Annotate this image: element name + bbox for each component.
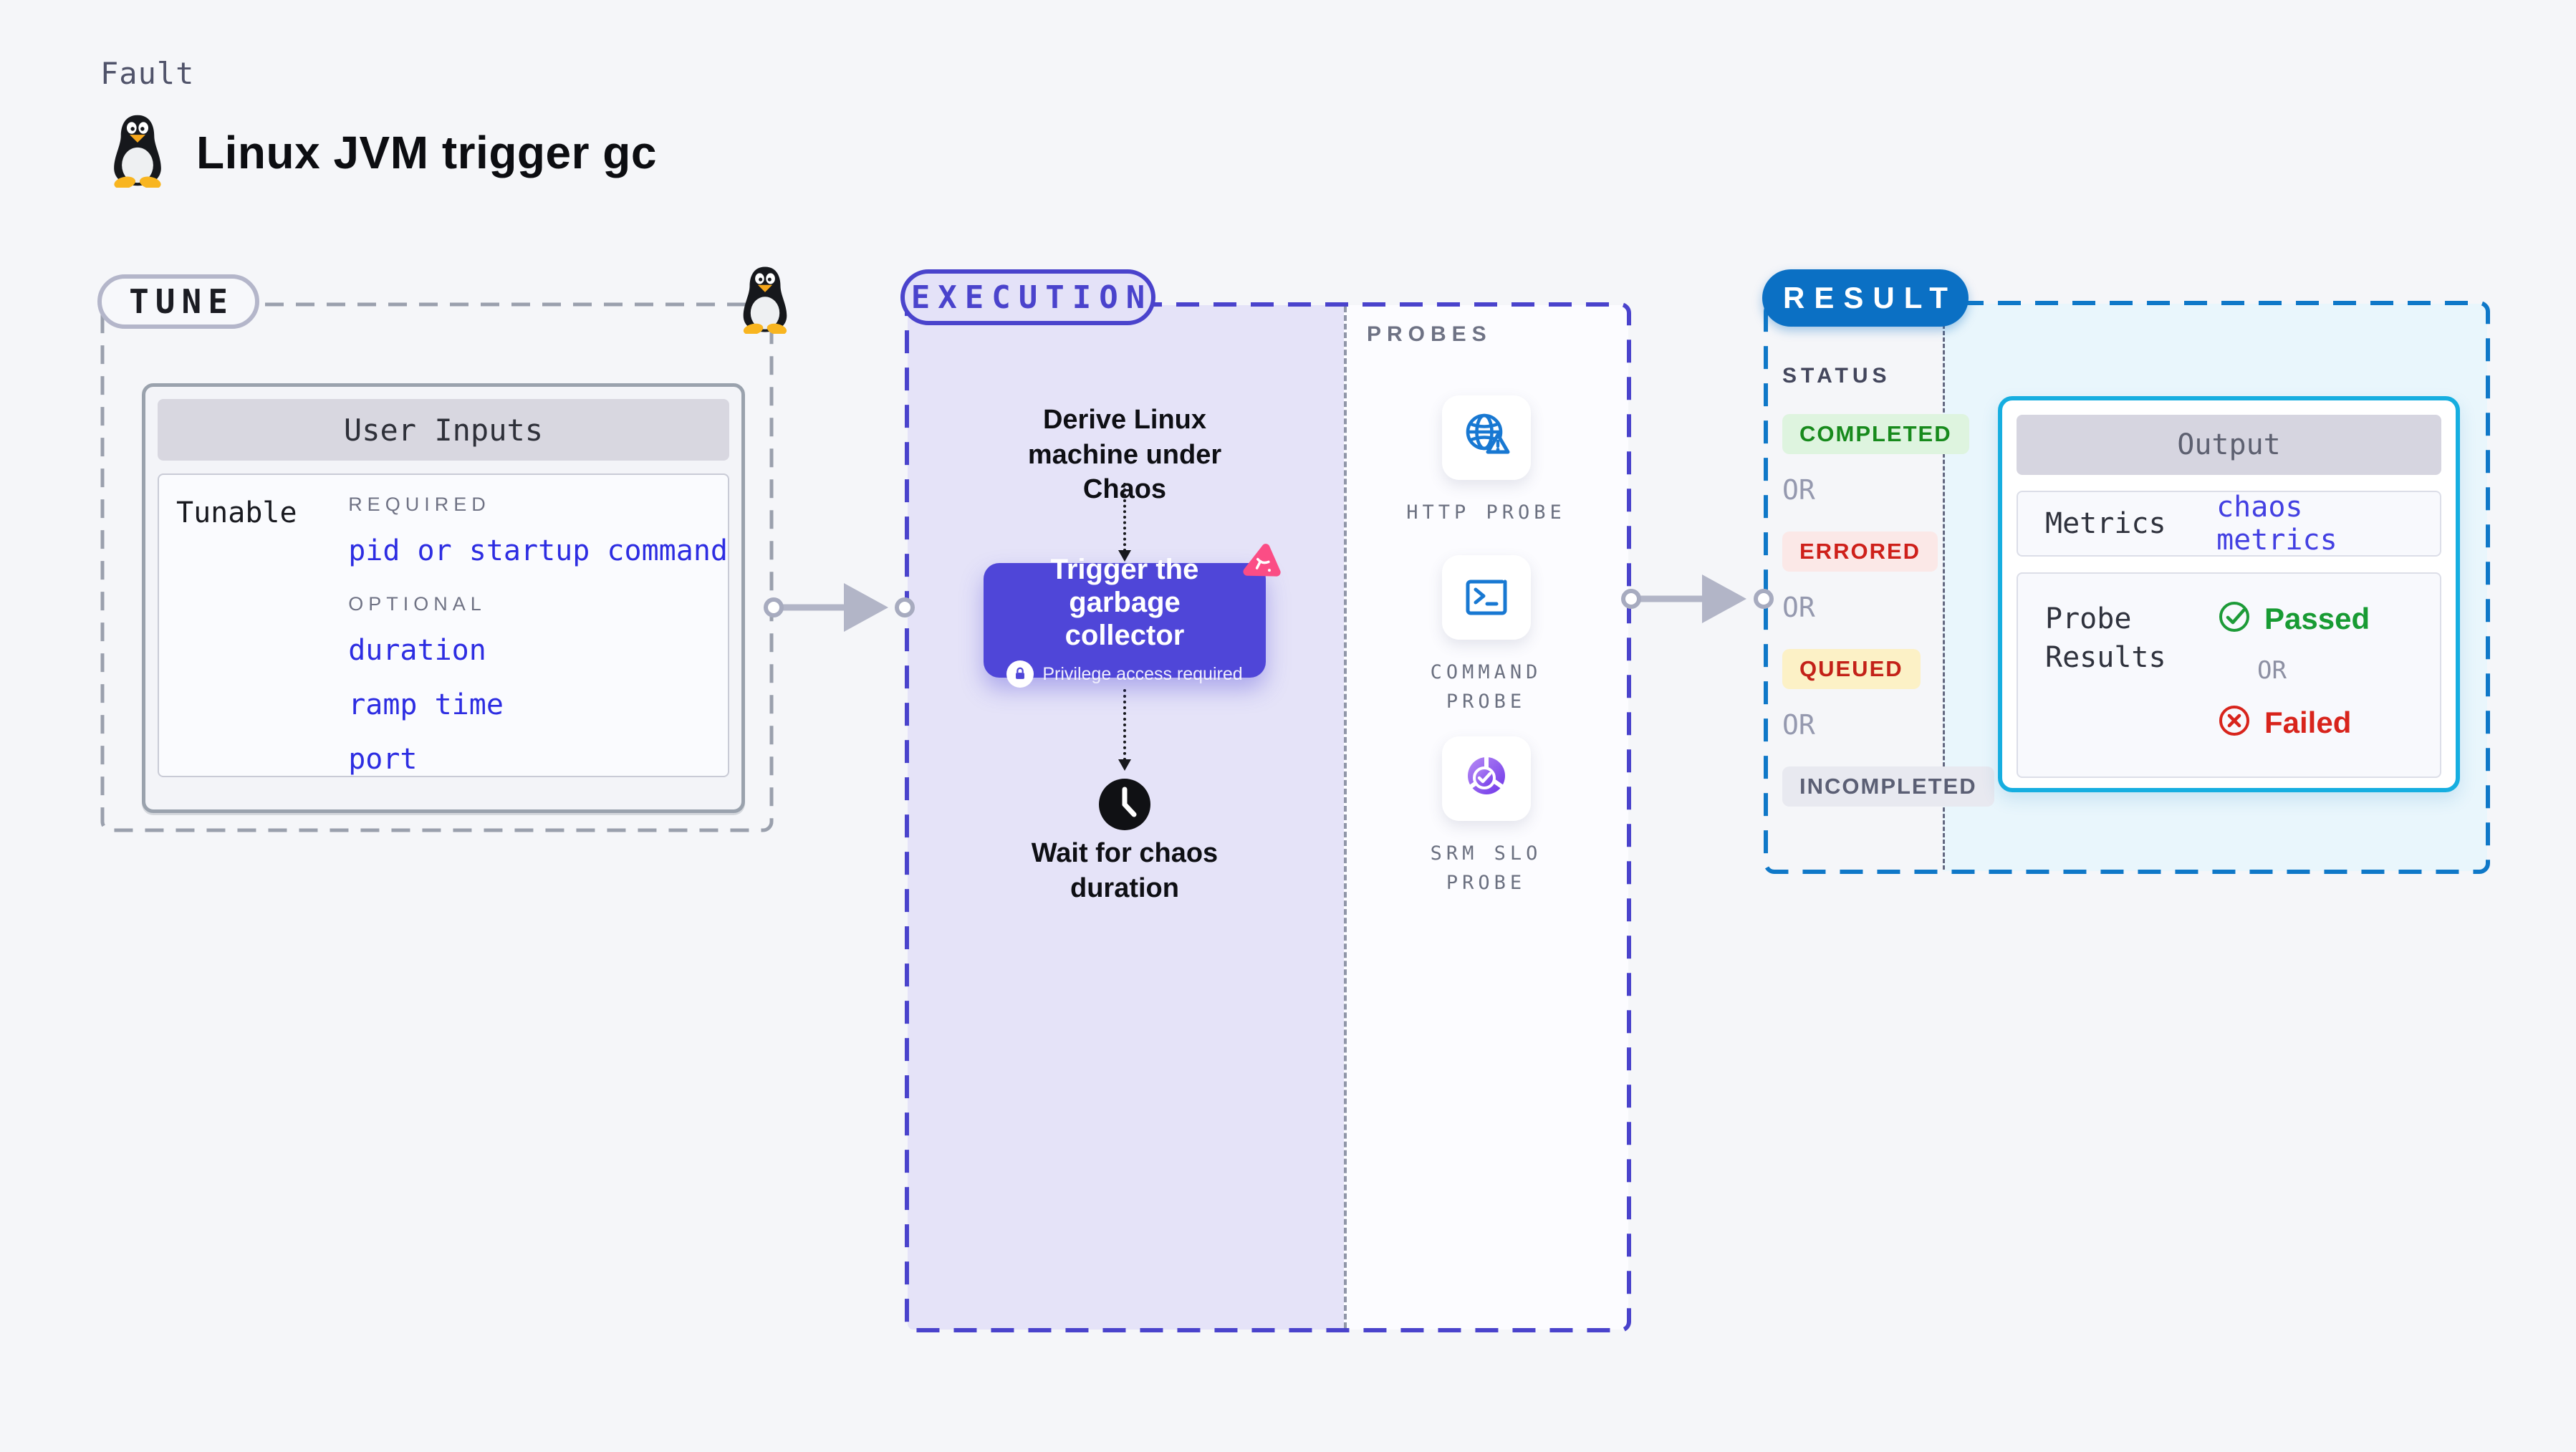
- status-badge-incompleted: INCOMPLETED: [1782, 766, 1994, 807]
- user-inputs-card: User Inputs Tunable REQUIRED pid or star…: [142, 383, 745, 813]
- connector-line: [779, 604, 845, 611]
- probe-item-srm-slo: SRM SLO PROBE: [1344, 736, 1628, 898]
- failed-text: Failed: [2264, 705, 2352, 739]
- globe-alert-icon: [1461, 410, 1512, 466]
- privilege-row: Privilege access required: [1006, 660, 1243, 688]
- param-link-port[interactable]: port: [348, 743, 418, 776]
- verdict-failed: Failed: [2217, 703, 2370, 741]
- connector-endpoint: [764, 597, 784, 617]
- probes-section-label: PROBES: [1367, 322, 1492, 346]
- flow-arrow-down-icon: [1118, 689, 1131, 771]
- status-column: STATUS COMPLETED OR ERRORED OR QUEUED OR…: [1782, 364, 1994, 807]
- param-link-duration[interactable]: duration: [348, 634, 486, 667]
- privilege-text: Privilege access required: [1042, 663, 1243, 684]
- execution-section: EXECUTION Derive Linux machine under Cha…: [900, 269, 1631, 1332]
- or-separator: OR: [1782, 592, 1815, 623]
- probe-label: HTTP PROBE: [1406, 501, 1566, 524]
- optional-label: OPTIONAL: [348, 593, 486, 615]
- tune-section: TUNE User Inputs Tunable REQUIRED: [97, 266, 787, 832]
- trigger-gc-node[interactable]: Trigger the garbage collector Privilege …: [984, 544, 1281, 688]
- clock-icon: [1097, 777, 1152, 835]
- flow-arrow-down-icon: [1118, 483, 1131, 562]
- tune-badge: TUNE: [97, 274, 259, 329]
- http-probe-card[interactable]: [1441, 395, 1531, 480]
- execution-badge: EXECUTION: [900, 269, 1155, 325]
- output-card: Output Metrics chaos metrics Probe Resul…: [1998, 396, 2460, 792]
- probe-item-command: COMMAND PROBE: [1344, 555, 1628, 716]
- x-circle-icon: [2217, 703, 2251, 741]
- passed-text: Passed: [2264, 601, 2370, 635]
- required-label: REQUIRED: [348, 494, 491, 515]
- status-badge-completed: COMPLETED: [1782, 414, 1969, 454]
- result-section: RESULT STATUS COMPLETED OR ERRORED OR QU…: [1762, 269, 2490, 874]
- lock-icon: [1006, 660, 1034, 688]
- or-separator: OR: [2257, 656, 2287, 685]
- connector-endpoint: [1621, 589, 1641, 609]
- slo-donut-icon: [1461, 751, 1512, 807]
- metrics-label: Metrics: [2045, 507, 2166, 540]
- metrics-row: Metrics chaos metrics: [2017, 491, 2441, 557]
- trigger-gc-title: Trigger the garbage collector: [1050, 554, 1199, 651]
- or-separator: OR: [1782, 709, 1815, 741]
- result-badge: RESULT: [1762, 269, 1969, 327]
- arrow-right-icon: [844, 583, 888, 632]
- check-circle-icon: [2217, 600, 2251, 638]
- probe-label: COMMAND PROBE: [1430, 661, 1542, 713]
- linux-tux-corner-icon: [735, 265, 795, 337]
- probe-results-label: Probe Results: [2045, 602, 2166, 674]
- command-probe-card[interactable]: [1441, 555, 1531, 640]
- wait-duration-step: Wait for chaos duration: [1031, 838, 1219, 903]
- connector-endpoint: [895, 597, 915, 617]
- tunable-row-label: Tunable: [176, 496, 297, 529]
- verdict-passed: Passed: [2217, 600, 2370, 638]
- fault-kicker: Fault: [100, 56, 195, 91]
- metrics-value-link[interactable]: chaos metrics: [2216, 491, 2337, 557]
- connector-line: [1639, 595, 1703, 602]
- probe-item-http: HTTP PROBE: [1344, 395, 1628, 528]
- user-inputs-title: User Inputs: [158, 399, 729, 461]
- linux-tux-icon: [105, 113, 170, 191]
- terminal-icon: [1461, 570, 1512, 625]
- probe-results-row: Probe Results Passed OR: [2017, 572, 2441, 778]
- page-title-row: Linux JVM trigger gc: [105, 113, 657, 191]
- param-link-ramp-time[interactable]: ramp time: [348, 688, 504, 721]
- output-title: Output: [2017, 415, 2441, 475]
- status-heading: STATUS: [1782, 364, 1891, 388]
- page-title: Linux JVM trigger gc: [196, 126, 657, 178]
- status-badge-queued: QUEUED: [1782, 649, 1921, 689]
- connector-endpoint: [1754, 589, 1774, 609]
- or-separator: OR: [1782, 474, 1815, 506]
- arrow-right-icon: [1702, 574, 1746, 623]
- probe-label: SRM SLO PROBE: [1430, 842, 1542, 894]
- chaos-experiment-icon: [1240, 542, 1284, 590]
- status-badge-errored: ERRORED: [1782, 532, 1938, 572]
- srm-slo-probe-card[interactable]: [1441, 736, 1531, 821]
- param-link-pid[interactable]: pid or startup command: [348, 534, 728, 567]
- user-inputs-body: Tunable REQUIRED pid or startup command …: [158, 473, 729, 777]
